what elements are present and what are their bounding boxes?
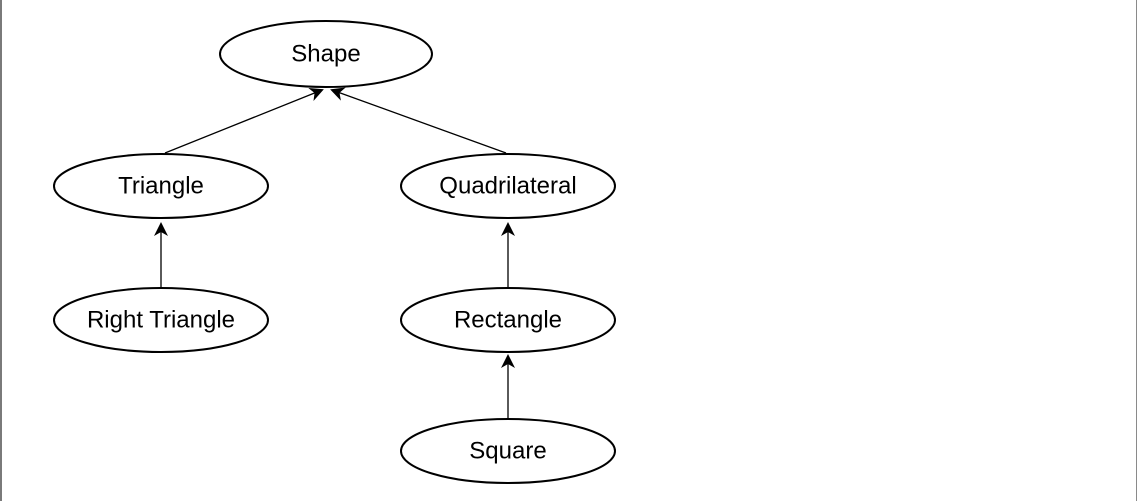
node-triangle-label: Triangle bbox=[118, 173, 204, 200]
node-triangle[interactable]: Triangle bbox=[53, 153, 269, 219]
edges bbox=[154, 87, 515, 419]
node-rectangle[interactable]: Rectangle bbox=[400, 287, 616, 353]
edge-triangle-to-shape bbox=[164, 87, 324, 154]
node-quadrilateral-label: Quadrilateral bbox=[439, 173, 576, 200]
node-square[interactable]: Square bbox=[400, 418, 616, 484]
node-shape[interactable]: Shape bbox=[219, 20, 433, 88]
node-right-triangle-label: Right Triangle bbox=[87, 307, 235, 334]
frame-right-border bbox=[1136, 0, 1137, 501]
node-square-label: Square bbox=[469, 438, 546, 465]
node-quadrilateral[interactable]: Quadrilateral bbox=[400, 153, 616, 219]
node-shape-label: Shape bbox=[291, 41, 360, 68]
node-right-triangle[interactable]: Right Triangle bbox=[53, 287, 269, 353]
node-rectangle-label: Rectangle bbox=[454, 307, 562, 334]
frame-left-border bbox=[0, 0, 2, 501]
edge-quadrilateral-to-shape bbox=[330, 87, 507, 154]
